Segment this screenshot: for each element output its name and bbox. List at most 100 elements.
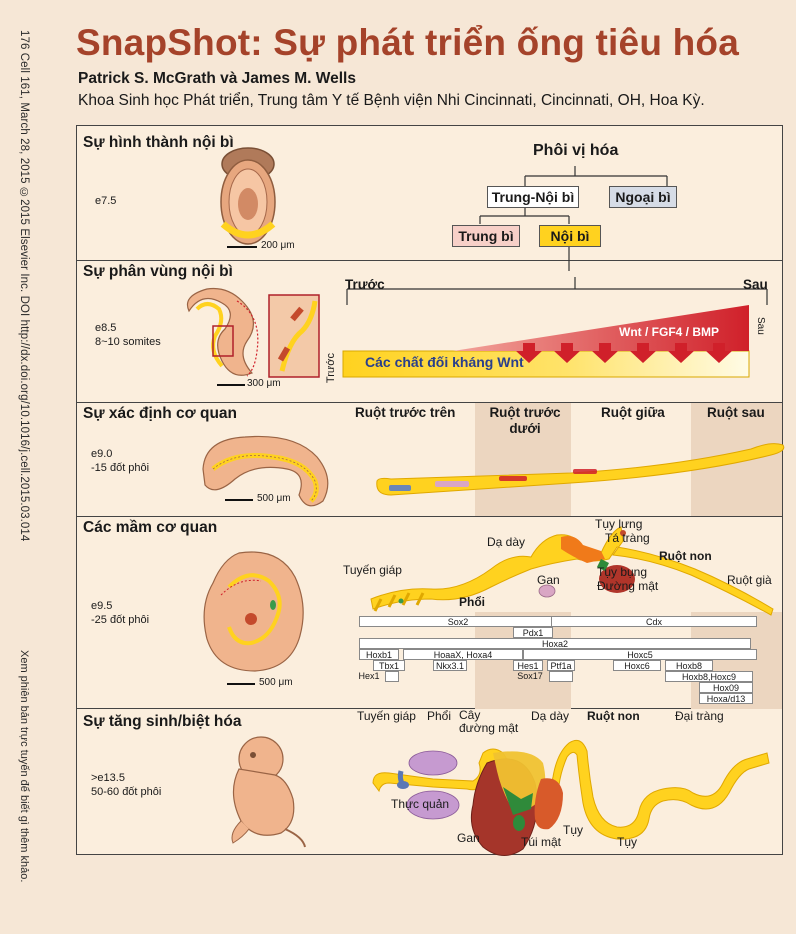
embryo-e8-5-illustration — [186, 287, 320, 378]
shade-posterior-foregut — [475, 403, 571, 516]
mesoderm-box: Trung bì — [452, 225, 520, 247]
label-small-intestine: Ruột non — [659, 549, 712, 563]
region-anterior-foregut: Ruột trước trên — [355, 405, 456, 420]
scale-label: 500 μm — [259, 677, 293, 688]
signal-label: Wnt / FGF4 / BMP — [619, 325, 719, 339]
antagonist-label: Các chất đối kháng Wnt — [365, 354, 524, 370]
label-duodenum: Tá tràng — [605, 531, 650, 545]
gene-bar: Hoxc6 — [613, 660, 661, 671]
citation-sidebar: 176 Cell 161, March 28, 2015 ©2015 Elsev… — [18, 30, 30, 542]
gene-bar-empty — [549, 671, 573, 682]
label-ventral-pancreas: Tụy bụng — [597, 565, 648, 579]
embryo-e7-5-illustration — [220, 147, 276, 245]
label-liver: Gan — [457, 831, 480, 845]
scale-label: 500 μm — [257, 493, 291, 504]
label-gallbladder: Túi mật — [521, 835, 562, 849]
page-title: SnapShot: Sự phát triển ống tiêu hóa — [76, 22, 739, 63]
gene-bar: Hoxb8 — [665, 660, 713, 671]
embryo-e13-5-illustration — [231, 736, 306, 848]
posterior-label: Sau — [743, 277, 768, 292]
gene-bar: HoaaX, Hoxa4 — [403, 649, 523, 660]
gene-bar: Cdx — [551, 616, 757, 627]
scale-label: 300 μm — [247, 378, 281, 389]
authors: Patrick S. McGrath và James M. Wells — [78, 70, 356, 87]
gene-bar-empty — [385, 671, 399, 682]
patterning-axis-lines — [346, 277, 768, 305]
label-thyroid: Tuyến giáp — [343, 563, 402, 577]
label-pancreas-2: Tụy — [617, 835, 638, 849]
section-title: Sự tăng sinh/biệt hóa — [83, 713, 242, 730]
scale-bar — [227, 683, 255, 685]
anterior-label: Trước — [345, 277, 385, 292]
gene-bar: Hoxb1 — [359, 649, 399, 660]
scale-bar — [217, 384, 245, 386]
region-hindgut: Ruột sau — [707, 405, 765, 420]
gene-bar: Hoxb8,Hoxc9 — [665, 671, 753, 682]
stage-label: e9.5 — [91, 600, 113, 612]
right-axis-label: Sau — [755, 317, 766, 335]
gut-with-organ-buds — [370, 526, 774, 616]
section-title: Sự phân vùng nội bì — [83, 263, 233, 280]
gene-bar: Hoxa2 — [359, 638, 751, 649]
endoderm-box: Nội bì — [539, 225, 601, 247]
label-biliary-tree: Cây đường mật — [459, 708, 519, 735]
embryo-e9-0-illustration — [202, 435, 329, 507]
region-posterior-foregut: Ruột trước dưới — [489, 405, 561, 436]
label-esophagus: Thực quản — [391, 797, 450, 811]
scale-bar — [225, 499, 253, 501]
primitive-gut-tube — [376, 443, 785, 496]
section-endoderm-formation: Sự hình thành nội bì e7.5 200 μm Phôi vị… — [77, 126, 782, 271]
gene-bar: Pdx1 — [513, 627, 553, 638]
left-axis-label: Trước — [325, 353, 337, 384]
gene-bar: Ptf1a — [547, 660, 575, 671]
label-colon: Đại tràng — [675, 709, 724, 723]
gene-bar: Tbx1 — [373, 660, 405, 671]
gene-bar: Hoxc5 — [523, 649, 757, 660]
gene-bar: Sox17 — [517, 671, 543, 681]
lineage-tree-lines — [479, 166, 668, 271]
label-stomach: Dạ dày — [487, 535, 526, 549]
gene-bar: Hoxa/d13 — [699, 693, 753, 704]
figure-frame: Sự hình thành nội bì e7.5 200 μm Phôi vị… — [76, 125, 785, 856]
gastrulation-label: Phôi vị hóa — [533, 142, 619, 159]
section-growth-differentiation: Sự tăng sinh/biệt hóa >e13.5 50-60 đốt p… — [77, 709, 782, 856]
differentiated-organs — [372, 739, 770, 856]
section-organ-buds: Các mầm cơ quan e9.5 -25 đốt phôi 500 μm… — [77, 517, 782, 709]
gene-bar: Hox09 — [699, 682, 753, 693]
mesendoderm-box: Trung-Nội bì — [487, 186, 579, 208]
ectoderm-box: Ngoại bì — [609, 186, 677, 208]
label-thyroid: Tuyến giáp — [357, 709, 416, 723]
label-liver: Gan — [537, 573, 560, 587]
section-organ-specification: Sự xác định cơ quan e9.0 -15 đốt phôi 50… — [77, 403, 785, 517]
scale-label: 200 μm — [261, 240, 295, 251]
stage-label: >e13.5 — [91, 772, 125, 784]
label-small-intestine: Ruột non — [587, 709, 640, 723]
stage-label: e8.5 — [95, 322, 117, 334]
label-large-intestine: Ruột già — [727, 573, 772, 587]
section-title: Sự xác định cơ quan — [83, 405, 238, 422]
affiliation: Khoa Sinh học Phát triển, Trung tâm Y tế… — [78, 92, 705, 109]
signaling-gradient — [342, 305, 750, 378]
section-title: Các mầm cơ quan — [83, 519, 218, 536]
section-endoderm-patterning: Sự phân vùng nội bì e8.5 8~10 somites 30… — [77, 261, 782, 403]
gene-bar: Sox2 — [359, 616, 557, 627]
stage-label-2: -15 đốt phôi — [91, 462, 150, 474]
stage-label: e7.5 — [95, 195, 117, 207]
label-bile-duct: Đường mật — [597, 579, 659, 593]
gene-bar: Hex1 — [358, 671, 380, 681]
stage-label-2: 8~10 somites — [95, 336, 161, 348]
label-lung: Phổi — [427, 709, 452, 723]
label-stomach: Dạ dày — [531, 709, 570, 723]
stage-label: e9.0 — [91, 448, 113, 460]
label-dorsal-pancreas: Tụy lưng — [595, 517, 643, 531]
gene-bar: Nkx3.1 — [433, 660, 467, 671]
stage-label-2: 50-60 đốt phôi — [91, 786, 162, 798]
region-midgut: Ruột giữa — [601, 405, 665, 420]
label-pancreas: Tụy — [563, 823, 584, 837]
scale-bar — [227, 246, 257, 248]
label-lung: Phổi — [459, 595, 485, 609]
gene-bar: Hes1 — [513, 660, 543, 671]
section-title: Sự hình thành nội bì — [83, 134, 234, 151]
online-note-sidebar: Xem phiên bản trực tuyến để biết gì thêm… — [18, 650, 30, 883]
stage-label-2: -25 đốt phôi — [91, 614, 150, 626]
